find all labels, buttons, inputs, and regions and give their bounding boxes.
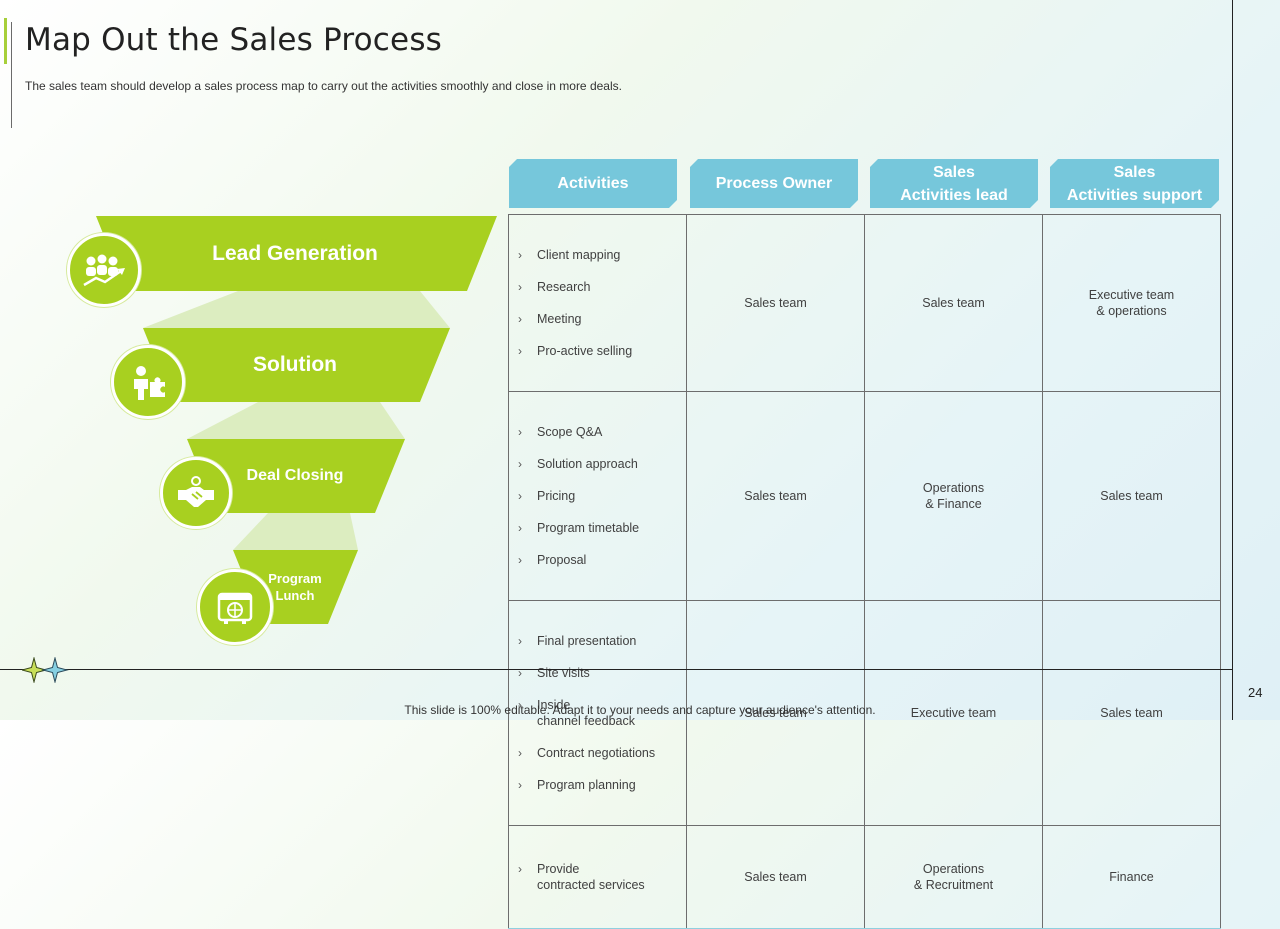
chevron-right-icon: › [518,521,522,535]
activity-text: Pro-active selling [537,344,633,358]
people-growth-icon [67,233,141,307]
sales-process-table: › Client mapping › Research › Meeting › Pro-… [508,214,1221,929]
activities-lead-cell: Operations & Finance [864,391,1043,601]
list-item: › Proposal [518,552,686,568]
activities-list: › Provide contracted services [518,845,686,909]
chevron-right-icon: › [518,248,522,262]
list-item: ›Site visits [518,665,686,681]
bottom-divider [0,669,1232,670]
column-header-process-owner: Process Owner [690,159,858,208]
funnel-stage-lead-generation [96,216,497,291]
activities-support-cell: Finance [1042,825,1221,929]
table-row: ›Provide contracted services Sales team … [508,825,1221,929]
funnel-connector [233,513,358,550]
list-item: › Research [518,279,686,295]
stage-label-deal-closing: Deal Closing [246,467,344,484]
activity-text: Research [537,280,591,294]
column-header-label: Sales Activities lead [900,163,1008,204]
activities-support-cell: Sales team [1042,391,1221,601]
stage-label-program-lunch: Program Lunch [268,571,322,603]
activity-text: Contract negotiations [537,746,656,760]
list-item: › Pricing [518,488,686,504]
chevron-right-icon: › [518,457,522,471]
activities-lead-cell: Operations & Recruitment [864,825,1043,929]
activities-cell: › Scope Q&A › Solution approach › Pricing ›… [508,391,687,601]
page-number: 24 [1248,685,1263,700]
activity-text: Final presentation [537,634,637,648]
chevron-right-icon: › [518,862,522,876]
funnel-connector [187,402,405,439]
chevron-right-icon: › [518,489,522,503]
funnel-stage-solution [143,328,450,402]
page-subtitle: The sales team should develop a sales pr… [25,79,622,93]
calendar-globe-icon [197,569,273,645]
list-item: › Program planning [518,777,686,793]
activity-text: Scope Q&A [537,425,603,439]
column-header-label: Process Owner [715,175,833,192]
chevron-right-icon: › [518,778,522,792]
column-header-label: Sales Activities support [1066,163,1203,204]
activity-text: Client mapping [537,248,621,262]
footer-note: This slide is 100% editable. Adapt it to… [404,703,876,717]
list-item: › Solution approach [518,456,686,472]
title-divider [11,22,12,128]
column-header-activities-support: Sales Activities support [1050,159,1219,208]
right-divider [1232,0,1233,720]
chevron-right-icon: › [518,425,522,439]
list-item: › Pro-active selling [518,343,686,359]
chevron-right-icon: › [518,312,522,326]
activity-text: Pricing [537,489,576,503]
chevron-right-icon: › [518,280,522,294]
chevron-right-icon: › [518,666,522,680]
activity-text: Program planning [537,778,636,792]
process-owner-cell: Sales team [686,391,865,601]
stage-label-lead-generation: Lead Generation [212,241,378,265]
column-header-label: Activities [557,175,629,192]
column-header-activities: Activities [509,159,677,208]
list-item: › Final presentation [518,633,686,649]
funnel-stage-deal-closing [187,439,405,513]
funnel-connector [143,291,450,328]
list-item: › Scope Q&A [518,424,686,440]
activity-text: Meeting [537,312,582,326]
activity-text: Provide contracted services [537,862,645,892]
chevron-right-icon: › [518,746,522,760]
process-owner-cell: Sales team [686,825,865,929]
column-header-activities-lead: Sales Activities lead [870,159,1038,208]
table-row: › Client mapping › Research › Meeting › Pro-… [508,214,1221,392]
list-item: › Program timetable [518,520,686,536]
process-owner-cell: Sales team [686,214,865,392]
activities-list: › Client mapping › Research › Meeting › Pro-… [518,231,686,375]
activities-cell: › Provide contracted services [508,825,687,929]
activities-support-cell: Executive team & operations [1042,214,1221,392]
activities-lead-cell: Sales team [864,214,1043,392]
page-title: Map Out the Sales Process [25,22,443,58]
activity-text: Program timetable [537,521,640,535]
activity-text: Proposal [537,553,587,567]
chevron-right-icon: › [518,344,522,358]
list-item: › Client mapping [518,247,686,263]
chevron-right-icon: › [518,553,522,567]
activities-cell: › Client mapping › Research › Meeting › Pro-… [508,214,687,392]
chevron-right-icon: › [518,634,522,648]
activity-text: Solution approach [537,457,638,471]
list-item: › Provide contracted services [518,861,686,893]
list-item: › Contract negotiations [518,745,686,761]
handshake-icon [160,457,232,529]
title-accent-bar [4,18,7,64]
person-puzzle-icon [111,345,185,419]
chevron-right-icon: › [518,698,522,712]
activities-list: › Scope Q&A › Solution approach › Pricing ›… [518,408,686,584]
table-row: › Scope Q&A › Solution approach › Pricing ›… [508,391,1221,601]
sparkle-icon [22,657,69,683]
list-item: › Meeting [518,311,686,327]
stage-label-solution: Solution [253,353,337,376]
